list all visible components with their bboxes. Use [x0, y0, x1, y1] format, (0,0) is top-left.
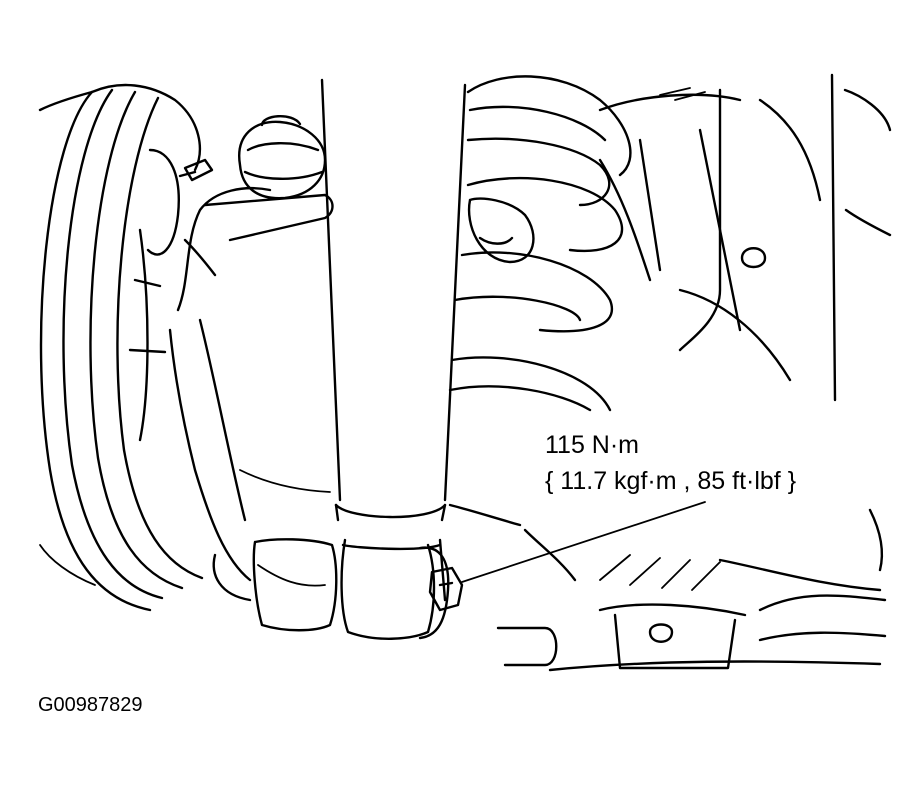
shock-absorber [320, 78, 467, 602]
lower-subframe [448, 503, 887, 672]
figure-id: G00987829 [38, 694, 143, 716]
coil-spring [448, 75, 632, 412]
steering-knuckle [168, 187, 334, 602]
torque-value-label: 115 N·m [545, 431, 640, 459]
lower-mount-bushing [252, 538, 450, 640]
tie-rod-end [178, 115, 327, 200]
bolt [428, 566, 464, 612]
callout-leader-line [461, 501, 706, 583]
wheel-hub [38, 83, 204, 612]
torque-conversion-label: { 11.7 kgf·m , 85 ft·lbf } [545, 467, 797, 495]
vehicle-body [598, 73, 892, 402]
